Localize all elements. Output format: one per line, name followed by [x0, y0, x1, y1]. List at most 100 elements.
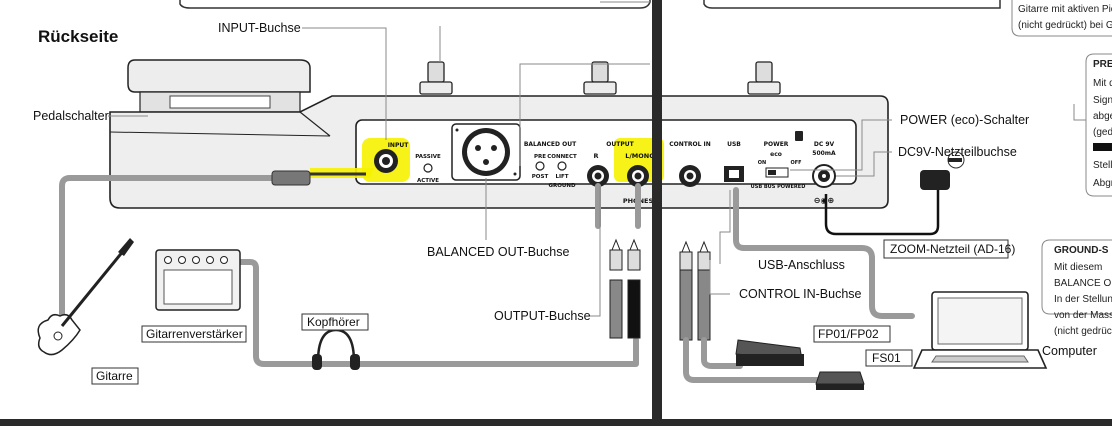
- section-title: Rückseite: [38, 27, 118, 46]
- label-box-guitar: [91, 367, 139, 385]
- footswitch-1-icon: [419, 61, 453, 95]
- panel-ma-label: 500mA: [812, 150, 836, 157]
- leader-control: [709, 260, 730, 295]
- label-balanced-out-jack: BALANCED OUT-Buchse: [427, 245, 569, 259]
- output-highlight: [614, 138, 664, 182]
- note-ground-line: BALANCE OU: [1054, 278, 1112, 289]
- leader-input: [302, 27, 387, 140]
- fp-cable: [701, 337, 743, 369]
- note-box-ground: GROUND-S Mit diesem BALANCE OU In der St…: [1041, 239, 1112, 337]
- note-pre-line: Abgr: [1093, 178, 1112, 189]
- label-headphones: Kopfhörer: [307, 315, 360, 329]
- label-box-adapter: [883, 239, 1009, 259]
- panel-active-label: ACTIVE: [417, 178, 439, 184]
- label-box-fp: [813, 325, 891, 343]
- usb-section: USB: [724, 141, 744, 182]
- amp-cable: [222, 259, 639, 367]
- note-pre-title: PRE: [1093, 59, 1112, 70]
- label-fs: FS01: [872, 351, 901, 365]
- bottom-band: [0, 419, 1112, 426]
- top-frame-right: [703, 0, 1001, 9]
- note-pre-line: Stell: [1093, 160, 1112, 171]
- note-top-line-2: (nicht gedrückt) bei Git: [1018, 20, 1112, 31]
- ground-lift-switch[interactable]: [557, 161, 567, 171]
- footswitch-pedal-icon: [815, 371, 865, 390]
- label-input-jack: INPUT-Buchse: [218, 21, 301, 35]
- amplifier-icon: [155, 249, 241, 311]
- leader-pre-note: [1073, 104, 1086, 121]
- fs-cable: [683, 337, 823, 383]
- label-power-switch: POWER (eco)-Schalter: [900, 113, 1029, 127]
- label-usb-port: USB-Anschluss: [758, 258, 845, 272]
- panel-eco-label: eco: [770, 151, 782, 158]
- panel-connect-label: CONNECT: [547, 154, 577, 160]
- panel-input-label: INPUT: [388, 142, 410, 149]
- panel-control-in-label: CONTROL IN: [669, 141, 711, 148]
- top-frame-left: [179, 0, 651, 9]
- panel-dc9v-label: DC 9V: [814, 141, 835, 148]
- usb-cable: [733, 187, 915, 319]
- output-plugs: [609, 238, 641, 339]
- panel-pre-label: PRE: [534, 154, 546, 160]
- balanced-out-xlr-icon: [451, 123, 521, 181]
- label-guitar: Gitarre: [96, 369, 133, 383]
- expression-pedal-icon: [735, 339, 804, 366]
- note-ground-line: In der Stellun: [1054, 294, 1112, 305]
- page-divider: [652, 0, 662, 426]
- panel-lmono-label: L/MONO: [625, 152, 655, 160]
- footswitch-3-icon: [747, 61, 781, 95]
- lock-icon: [795, 131, 803, 141]
- label-box-headphones: [301, 313, 369, 331]
- leader-usb: [719, 190, 731, 264]
- panel-r-label: R: [593, 152, 598, 160]
- label-box-fs: [865, 349, 913, 367]
- panel-on-label: ON: [758, 160, 766, 166]
- leader-balanced-switch: [519, 63, 650, 166]
- balanced-out-switches: BALANCED OUT PRE CONNECT POST LIFT GROUN…: [524, 141, 577, 189]
- panel-output-label: OUTPUT: [606, 141, 634, 148]
- panel-lift-label: LIFT: [555, 174, 568, 180]
- panel-usb-label: USB: [727, 141, 741, 148]
- note-pre-line: (gedr: [1093, 127, 1112, 138]
- control-in-section: CONTROL IN: [669, 141, 711, 187]
- polarity-icon: ⊖◉⊕: [814, 196, 834, 205]
- note-pre-line: Mit d: [1093, 78, 1112, 89]
- panel-power-label: POWER: [764, 141, 789, 148]
- power-section: POWER eco ON OFF USB BUS POWERED: [751, 131, 806, 190]
- label-box-amp: [141, 325, 247, 343]
- label-dc-jack: DC9V-Netzteilbuchse: [898, 145, 1017, 159]
- label-computer: Computer: [1042, 344, 1097, 358]
- input-section: INPUT PASSIVE ACTIVE: [374, 142, 441, 184]
- guitar-icon: [37, 238, 134, 356]
- label-fp: FP01/FP02: [818, 327, 879, 341]
- control-plugs: [679, 240, 711, 341]
- footswitch-2-icon: [583, 61, 617, 95]
- note-ground-line: Mit diesem: [1054, 262, 1102, 273]
- power-adapter-icon: [920, 151, 965, 190]
- note-box-top: Gitarre mit aktiven Pic (nicht gedrückt)…: [1011, 0, 1112, 37]
- leader-output: [588, 186, 601, 317]
- guitar-cable: [59, 175, 275, 333]
- leader-dc: [836, 151, 892, 177]
- panel-balanced-out-label: BALANCED OUT: [524, 141, 577, 148]
- g-logo-icon: [1093, 143, 1112, 151]
- label-control-in-jack: CONTROL IN-Buchse: [739, 287, 862, 301]
- note-top-line-1: Gitarre mit aktiven Pic: [1018, 4, 1112, 15]
- panel-usb-bus-label: USB BUS POWERED: [751, 184, 806, 190]
- note-ground-title: GROUND-S: [1054, 245, 1109, 256]
- dc-section: DC 9V 500mA ⊖◉⊕: [812, 141, 836, 205]
- pre-post-switch[interactable]: [535, 161, 545, 171]
- note-pre-line: abge: [1093, 111, 1112, 122]
- note-ground-line: von der Masse: [1054, 310, 1112, 321]
- panel-post-label: POST: [532, 174, 549, 180]
- leader-power: [790, 119, 892, 171]
- note-ground-line: (nicht gedrück: [1054, 326, 1112, 337]
- label-adapter: ZOOM-Netzteil (AD-16): [890, 242, 1015, 256]
- computer-icon: [912, 291, 1048, 369]
- label-output-jack: OUTPUT-Buchse: [494, 309, 591, 323]
- panel-passive-label: PASSIVE: [415, 154, 441, 160]
- power-switch[interactable]: [765, 167, 789, 178]
- label-amp: Gitarrenverstärker: [146, 327, 243, 341]
